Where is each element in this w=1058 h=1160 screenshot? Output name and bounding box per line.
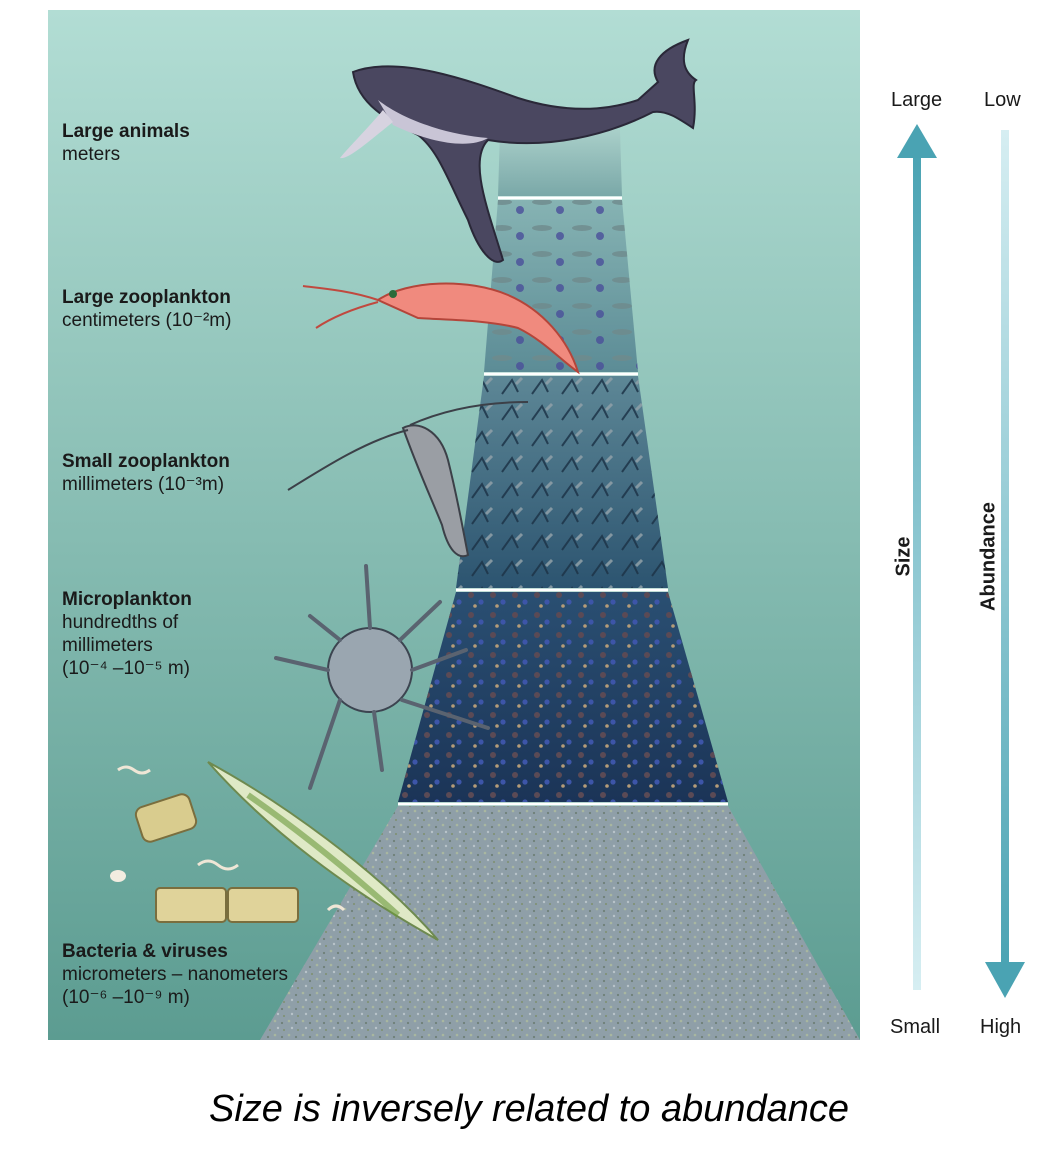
tier-scale: millimeters (10⁻³m) [62, 474, 225, 495]
size-bottom-label: Small [890, 1016, 941, 1038]
tier-title: Bacteria & viruses [62, 941, 228, 962]
abundance-bottom-label: High [980, 1016, 1022, 1038]
tier-title: Large zooplankton [62, 287, 231, 308]
tier-label-small-zooplankton: Small zooplankton millimeters (10⁻³m) [62, 450, 230, 496]
food-web-illustration [48, 10, 860, 1040]
shrimp-illustration [302, 282, 580, 375]
whale-illustration [340, 38, 698, 263]
tier-title: Large animals [62, 121, 190, 142]
size-axis-label: Size [892, 536, 915, 577]
copepod-illustration [287, 401, 529, 558]
tier-label-bacteria-viruses: Bacteria & viruses micrometers – nanomet… [62, 940, 288, 1009]
tier-scale: (10⁻⁶ –10⁻⁹ m) [62, 987, 190, 1008]
pyramid [260, 130, 860, 1040]
abundance-arrow [985, 130, 1025, 998]
axes-arrows [897, 124, 1025, 998]
tier-title: Small zooplankton [62, 451, 230, 472]
pyramid-illustration [48, 10, 860, 1040]
radiolarian-illustration [274, 564, 490, 790]
figure-caption: Size is inversely related to abundance [208, 1088, 850, 1130]
tier-scale: micrometers – nanometers [62, 964, 288, 985]
size-arrow [897, 124, 937, 990]
tier-label-large-zooplankton: Large zooplankton centimeters (10⁻²m) [62, 286, 231, 332]
tier-scale: (10⁻⁴ –10⁻⁵ m) [62, 658, 190, 679]
abundance-axis-label: Abundance [977, 502, 1000, 611]
tier-title: Microplankton [62, 589, 192, 610]
size-top-label: Large [891, 89, 943, 111]
tier-label-large-animals: Large animals meters [62, 120, 190, 166]
tier-scale: millimeters [62, 635, 153, 656]
tier-label-microplankton: Microplankton hundredths of millimeters … [62, 588, 192, 680]
tier-scale: hundredths of [62, 612, 179, 633]
tier-scale: meters [62, 144, 121, 165]
diatoms-illustration [110, 761, 439, 941]
tier-scale: centimeters (10⁻²m) [62, 310, 232, 331]
abundance-top-label: Low [984, 89, 1021, 111]
